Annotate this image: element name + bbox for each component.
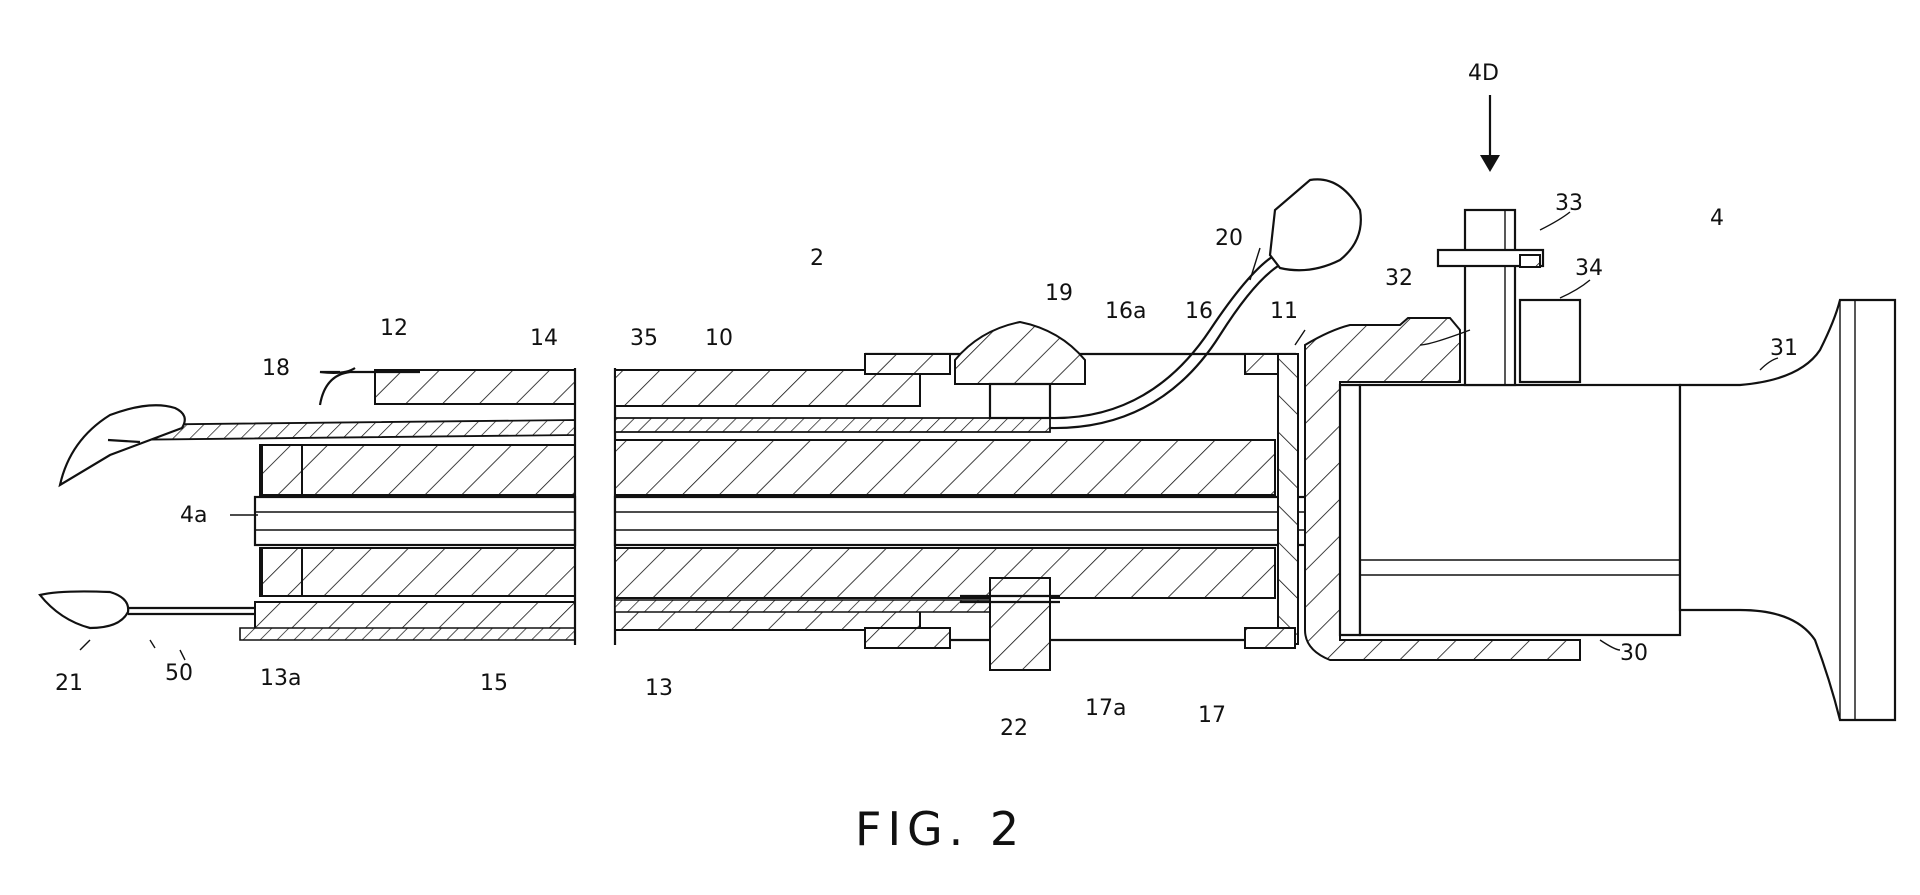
- label-21: 21: [55, 671, 83, 696]
- label-12: 12: [380, 316, 408, 341]
- middle-segment: [615, 179, 1365, 670]
- label-22: 22: [1000, 716, 1028, 741]
- label-16: 16: [1185, 299, 1213, 324]
- label-18: 18: [262, 356, 290, 381]
- label-13a: 13a: [260, 666, 301, 691]
- label-20: 20: [1215, 226, 1243, 251]
- label-4D: 4D: [1468, 61, 1499, 86]
- label-35: 35: [630, 326, 658, 351]
- label-14: 14: [530, 326, 558, 351]
- label-19: 19: [1045, 281, 1073, 306]
- label-30: 30: [1620, 641, 1648, 666]
- label-16a: 16a: [1105, 299, 1146, 324]
- label-31: 31: [1770, 336, 1798, 361]
- label-32: 32: [1385, 266, 1413, 291]
- figure-caption: FIG. 2: [855, 802, 1025, 856]
- label-11: 11: [1270, 299, 1298, 324]
- label-4: 4: [1710, 206, 1724, 231]
- handle-segment: [1305, 95, 1895, 720]
- label-15: 15: [480, 671, 508, 696]
- label-17: 17: [1198, 703, 1226, 728]
- label-50: 50: [165, 661, 193, 686]
- label-33: 33: [1555, 191, 1583, 216]
- label-4a: 4a: [180, 503, 207, 528]
- label-34: 34: [1575, 256, 1603, 281]
- label-2: 2: [810, 246, 824, 271]
- label-10: 10: [705, 326, 733, 351]
- label-13: 13: [645, 676, 673, 701]
- distal-segment: [40, 368, 575, 645]
- label-17a: 17a: [1085, 696, 1126, 721]
